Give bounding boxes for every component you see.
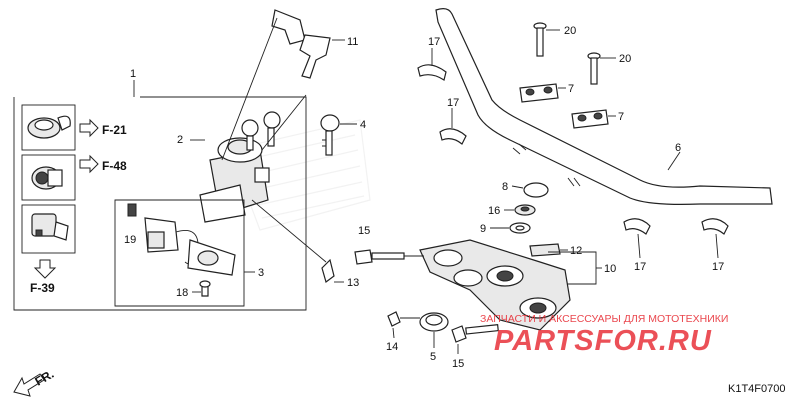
key-icon bbox=[320, 114, 340, 156]
part-label-1: 1 bbox=[130, 68, 136, 80]
diagram-code: K1T4F0700 bbox=[728, 383, 785, 395]
part-label-17-a: 17 bbox=[428, 36, 440, 48]
ref-box-group bbox=[13, 96, 307, 311]
bolt-15-bottom bbox=[451, 324, 499, 343]
part-label-17-d: 17 bbox=[712, 261, 724, 273]
washer-9 bbox=[509, 222, 531, 234]
bolt-20-b bbox=[587, 52, 601, 85]
bolt-14 bbox=[387, 311, 420, 327]
part-label-16: 16 bbox=[488, 205, 500, 217]
watermark-tagline: ЗАПЧАСТИ И АКСЕССУАРЫ ДЛЯ МОТОТЕХНИКИ bbox=[480, 313, 728, 325]
keys-on-ring-icon bbox=[241, 111, 281, 151]
part-label-7-a: 7 bbox=[568, 83, 574, 95]
part-label-6: 6 bbox=[675, 142, 681, 154]
part-label-2: 2 bbox=[177, 134, 183, 146]
part-label-3: 3 bbox=[258, 267, 264, 279]
nut-16 bbox=[514, 204, 536, 216]
part-label-15-a: 15 bbox=[358, 225, 370, 237]
part-label-9: 9 bbox=[480, 223, 486, 235]
part-label-17-c: 17 bbox=[634, 261, 646, 273]
connector-clip-icon bbox=[31, 213, 69, 241]
holder-7-a bbox=[519, 83, 559, 103]
part-label-7-b: 7 bbox=[618, 111, 624, 123]
top-bridge bbox=[419, 239, 571, 331]
sub-assembly-box-3 bbox=[114, 199, 245, 307]
part-label-8: 8 bbox=[502, 181, 508, 193]
part-label-11: 11 bbox=[347, 36, 358, 48]
cover-12 bbox=[529, 243, 561, 257]
clamp-17-right-b bbox=[701, 218, 729, 235]
part-label-18: 18 bbox=[176, 287, 188, 299]
part-label-19: 19 bbox=[124, 234, 136, 246]
holder-7-b bbox=[571, 109, 609, 129]
part-label-4: 4 bbox=[360, 119, 366, 131]
part-label-17-b: 17 bbox=[447, 97, 459, 109]
ignition-switch-assembly bbox=[199, 137, 270, 223]
ignition-bracket bbox=[271, 9, 331, 79]
ref-arrow-f39 bbox=[33, 259, 57, 279]
front-direction-arrow bbox=[13, 373, 45, 397]
bolt-13 bbox=[251, 199, 335, 284]
ref-label-f39: F-39 bbox=[30, 281, 55, 295]
clamp-17-right-a bbox=[623, 218, 651, 235]
pinch-clamp-5 bbox=[419, 312, 449, 332]
part-label-20-b: 20 bbox=[619, 53, 631, 65]
ref-arrow-f48 bbox=[79, 154, 99, 174]
handlebar bbox=[435, 8, 773, 205]
bolt-20-a bbox=[533, 22, 547, 57]
key-cylinder-icon bbox=[31, 166, 63, 190]
part-label-13: 13 bbox=[347, 277, 359, 289]
immobilizer-sensor bbox=[144, 217, 236, 276]
part-label-15-b: 15 bbox=[452, 358, 464, 370]
part-label-10: 10 bbox=[604, 263, 616, 275]
part-label-12: 12 bbox=[570, 245, 582, 257]
cap-8 bbox=[523, 182, 549, 198]
clamp-17-mid bbox=[439, 128, 467, 145]
clamp-17-top bbox=[417, 64, 447, 81]
ref-arrow-f21 bbox=[79, 118, 99, 138]
screw-18 bbox=[199, 280, 211, 297]
part-label-20-a: 20 bbox=[564, 25, 576, 37]
ref-label-f21: F-21 bbox=[102, 123, 127, 137]
clip-19 bbox=[127, 203, 137, 217]
part-label-5: 5 bbox=[430, 351, 436, 363]
watermark-brand: PARTSFOR.RU bbox=[494, 325, 712, 357]
part-label-14: 14 bbox=[386, 341, 398, 353]
bolt-15-top bbox=[354, 249, 405, 265]
ref-label-f48: F-48 bbox=[102, 159, 127, 173]
ignition-cap-icon bbox=[27, 115, 71, 139]
